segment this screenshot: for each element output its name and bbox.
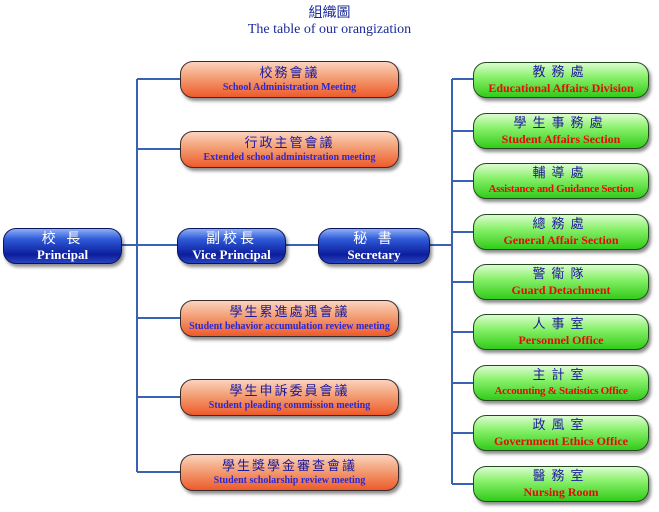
meeting-en: School Administration Meeting xyxy=(222,81,357,93)
meeting-zh: 學生獎學金審查會議 xyxy=(221,458,357,474)
meeting-node: 校務會議 School Administration Meeting xyxy=(180,61,399,98)
division-zh: 政風室 xyxy=(532,418,590,433)
vice-principal-zh: 副校長 xyxy=(206,230,257,247)
division-node: 醫務室 Nursing Room xyxy=(473,466,649,502)
principal-zh: 校 長 xyxy=(41,230,84,247)
division-en: Personnel Office xyxy=(518,333,604,347)
vice-principal-en: Vice Principal xyxy=(192,246,271,262)
division-node: 主計室 Accounting & Statistics Office xyxy=(473,365,649,401)
division-zh: 醫務室 xyxy=(532,469,590,484)
meeting-zh: 校務會議 xyxy=(259,65,320,81)
principal-node: 校 長 Principal xyxy=(3,228,122,264)
division-zh: 輔導處 xyxy=(532,166,590,181)
division-node: 警衛隊 Guard Detachment xyxy=(473,264,649,300)
meeting-zh: 行政主管會議 xyxy=(244,135,335,151)
secretary-en: Secretary xyxy=(347,246,401,262)
meeting-node: 行政主管會議 Extended school administration me… xyxy=(180,131,399,168)
vice-principal-node: 副校長 Vice Principal xyxy=(177,228,286,264)
division-node: 總務處 General Affair Section xyxy=(473,214,649,250)
division-node: 學生事務處 Student Affairs Section xyxy=(473,113,649,149)
meeting-en: Student scholarship review meeting xyxy=(213,474,366,486)
division-node: 輔導處 Assistance and Guidance Section xyxy=(473,163,649,199)
division-en: Assistance and Guidance Section xyxy=(488,183,634,195)
meeting-en: Student pleading commission meeting xyxy=(208,399,371,411)
division-node: 政風室 Government Ethics Office xyxy=(473,415,649,451)
division-node: 人事室 Personnel Office xyxy=(473,314,649,350)
meeting-node: 學生累進處遇會議 Student behavior accumulation r… xyxy=(180,300,399,337)
meeting-zh: 學生累進處遇會議 xyxy=(229,304,350,320)
meeting-node: 學生申訴委員會議 Student pleading commission mee… xyxy=(180,379,399,416)
meeting-en: Student behavior accumulation review mee… xyxy=(189,320,390,332)
division-en: Government Ethics Office xyxy=(494,434,628,448)
division-zh: 教務處 xyxy=(532,65,590,80)
division-en: Nursing Room xyxy=(523,485,599,499)
division-en: Guard Detachment xyxy=(511,283,611,297)
division-zh: 警衛隊 xyxy=(532,267,590,282)
division-en: Student Affairs Section xyxy=(501,132,621,146)
division-en: Educational Affairs Division xyxy=(488,81,634,95)
secretary-node: 秘 書 Secretary xyxy=(318,228,430,264)
secretary-zh: 秘 書 xyxy=(353,230,395,247)
division-zh: 主計室 xyxy=(532,368,590,383)
division-zh: 人事室 xyxy=(532,317,590,332)
meeting-zh: 學生申訴委員會議 xyxy=(229,383,350,399)
division-zh: 學生事務處 xyxy=(513,116,609,131)
division-zh: 總務處 xyxy=(532,217,590,232)
title-chinese: 組織圖 xyxy=(308,5,351,21)
division-node: 教務處 Educational Affairs Division xyxy=(473,62,649,98)
division-en: Accounting & Statistics Office xyxy=(494,385,628,397)
chart-title: 組織圖 The table of our orangization xyxy=(0,4,659,38)
principal-en: Principal xyxy=(36,246,89,262)
title-english: The table of our orangization xyxy=(247,22,412,37)
meeting-node: 學生獎學金審查會議 Student scholarship review mee… xyxy=(180,454,399,491)
division-en: General Affair Section xyxy=(503,233,619,247)
meeting-en: Extended school administration meeting xyxy=(203,151,376,163)
